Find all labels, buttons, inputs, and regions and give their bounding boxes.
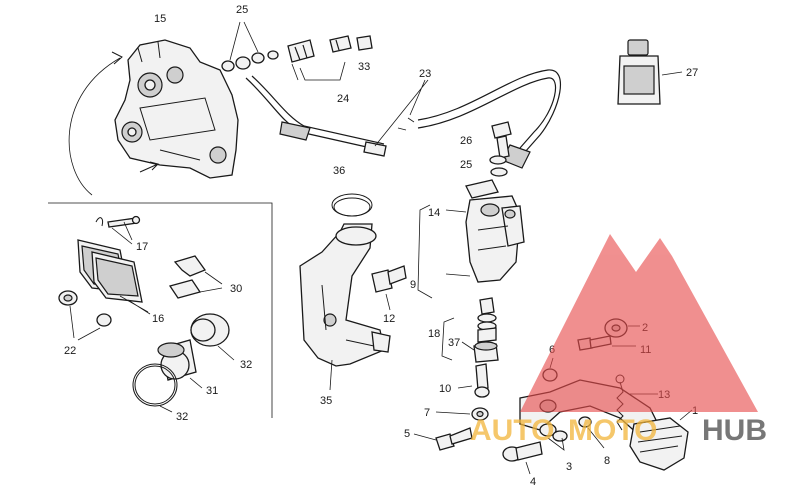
label-5: 5 (404, 428, 410, 440)
watermark-text-auto: AUTO (470, 414, 554, 447)
label-8: 8 (604, 455, 610, 467)
label-14: 14 (428, 207, 440, 219)
label-15: 15 (154, 13, 166, 25)
label-35: 35 (320, 395, 332, 407)
brake-hose-23 (417, 69, 562, 169)
bolt-5 (435, 427, 473, 451)
label-26: 26 (460, 135, 472, 147)
label-3: 3 (566, 461, 572, 473)
pushrod-18 (477, 297, 497, 343)
seal-ring-32 (132, 363, 178, 407)
label-25-top: 25 (236, 4, 248, 16)
label-17: 17 (136, 241, 148, 253)
label-16: 16 (152, 313, 164, 325)
label-36: 36 (333, 165, 345, 177)
brake-guard-35 (299, 223, 391, 367)
label-30: 30 (230, 283, 242, 295)
label-31: 31 (206, 385, 218, 397)
label-18: 18 (428, 328, 440, 340)
label-12: 12 (383, 313, 395, 325)
label-9: 9 (410, 279, 416, 291)
automotohub-watermark (520, 234, 758, 412)
watermark-text-moto: MOTO (568, 414, 657, 447)
master-cylinder-9 (465, 179, 525, 283)
caliper-arrow-curve (68, 57, 121, 196)
label-22: 22 (64, 345, 76, 357)
fitting-33 (356, 35, 373, 51)
label-37: 37 (448, 337, 460, 349)
brake-fluid-bottle-27 (617, 39, 661, 105)
label-25-right: 25 (460, 159, 472, 171)
inset-frame (48, 202, 273, 418)
pad-spring-30 (168, 255, 207, 299)
banjo-washers-25 (221, 50, 279, 72)
label-33: 33 (358, 61, 370, 73)
pad-pin-17 (95, 215, 141, 228)
banjo-bolt-26 (489, 121, 512, 177)
pivot-bolt-4 (502, 441, 543, 462)
label-27: 27 (686, 67, 698, 79)
label-24: 24 (337, 93, 349, 105)
nut-8 (578, 416, 592, 428)
label-32-bottom: 32 (176, 411, 188, 423)
caliper-arrow-small (139, 161, 159, 173)
bolt-12 (371, 265, 407, 293)
caliper-hose (245, 75, 387, 157)
boot-37 (473, 341, 499, 363)
label-4: 4 (530, 476, 536, 488)
rod-end-10 (474, 363, 490, 398)
brake-pads-16 (77, 239, 143, 303)
bleed-screw-22 (58, 290, 112, 327)
watermark-text-hub: HUB (702, 414, 767, 447)
caliper-piston-31 (157, 313, 230, 381)
nut-7 (471, 407, 489, 421)
bracket-9 (417, 204, 471, 299)
label-7: 7 (424, 407, 430, 419)
label-10: 10 (439, 383, 451, 395)
brake-caliper-15 (114, 39, 239, 179)
hose-clamp-36 (331, 193, 373, 217)
label-32-right: 32 (240, 359, 252, 371)
watermark-triangle-outer (520, 234, 758, 412)
caliper-arrow-head (111, 51, 123, 65)
watermark-logo-text: AUTO MOTO HUB (470, 414, 767, 447)
label-23: 23 (419, 68, 431, 80)
pivot-washers-3 (539, 423, 568, 442)
hose-fittings-24 (287, 35, 352, 63)
